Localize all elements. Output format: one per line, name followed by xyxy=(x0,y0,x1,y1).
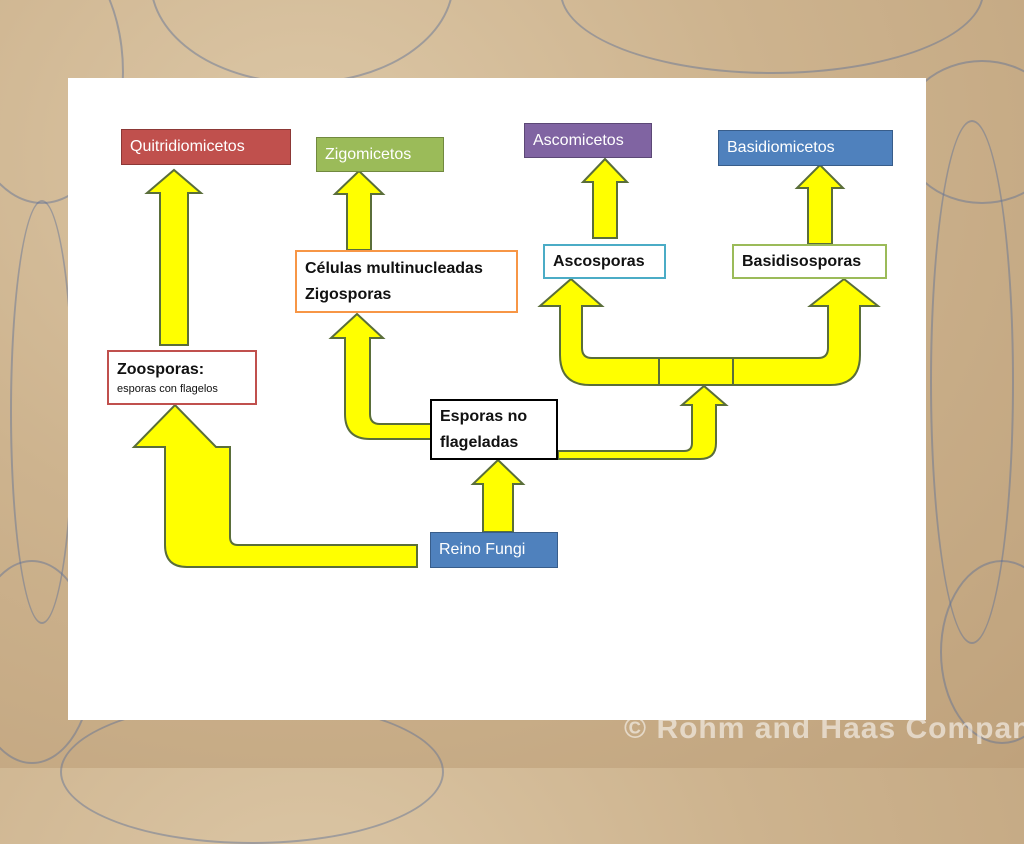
node-ascomicetos-label: Ascomicetos xyxy=(533,131,624,149)
node-ascosporas-label: Ascosporas xyxy=(553,252,645,270)
arrow-fungi-to-esporas xyxy=(470,458,526,533)
node-basidiomicetos-label: Basidiomicetos xyxy=(727,139,835,156)
node-esporas-no-flageladas: Esporas no flageladas xyxy=(430,399,558,460)
arrow-fork-to-ascosporas-basidisosporas xyxy=(537,277,881,386)
node-zigomicetos: Zigomicetos xyxy=(316,137,444,172)
node-zoosporas-subtitle: esporas con flagelos xyxy=(117,382,218,395)
node-basidiomicetos: Basidiomicetos xyxy=(718,130,893,166)
arrow-esporas-to-celulas xyxy=(328,312,433,440)
node-zoosporas-title: Zoosporas: xyxy=(117,360,205,378)
arrow-celulas-to-zigomicetos xyxy=(332,169,386,251)
node-quitridiomicetos: Quitridiomicetos xyxy=(121,129,291,165)
node-esporas-line2: flageladas xyxy=(440,433,519,451)
node-celulas-line1: Células multinucleadas xyxy=(305,259,483,277)
arrows-layer xyxy=(131,157,881,568)
node-ascosporas: Ascosporas xyxy=(543,244,666,279)
arrow-fungi-to-zoosporas-body xyxy=(131,403,418,568)
node-quitridiomicetos-label: Quitridiomicetos xyxy=(130,138,245,155)
node-celulas-line2: Zigosporas xyxy=(305,285,392,303)
arrow-basidisosporas-to-basidiomicetos xyxy=(794,163,846,245)
node-zigomicetos-label: Zigomicetos xyxy=(325,145,412,163)
node-zoosporas: Zoosporas: esporas con flagelos xyxy=(107,350,257,405)
node-esporas-line1: Esporas no xyxy=(440,407,528,425)
node-reino-fungi: Reino Fungi xyxy=(430,532,558,568)
node-basidisosporas: Basidisosporas xyxy=(732,244,887,279)
node-celulas-multinucleadas: Células multinucleadas Zigosporas xyxy=(295,250,518,313)
node-basidisosporas-label: Basidisosporas xyxy=(742,252,862,270)
node-reino-fungi-label: Reino Fungi xyxy=(439,541,526,558)
arrow-esporas-to-fork xyxy=(557,384,729,460)
arrow-zoosporas-to-quitridiomicetos xyxy=(144,168,204,346)
arrow-ascosporas-to-ascomicetos xyxy=(580,157,630,239)
node-ascomicetos: Ascomicetos xyxy=(524,123,652,158)
